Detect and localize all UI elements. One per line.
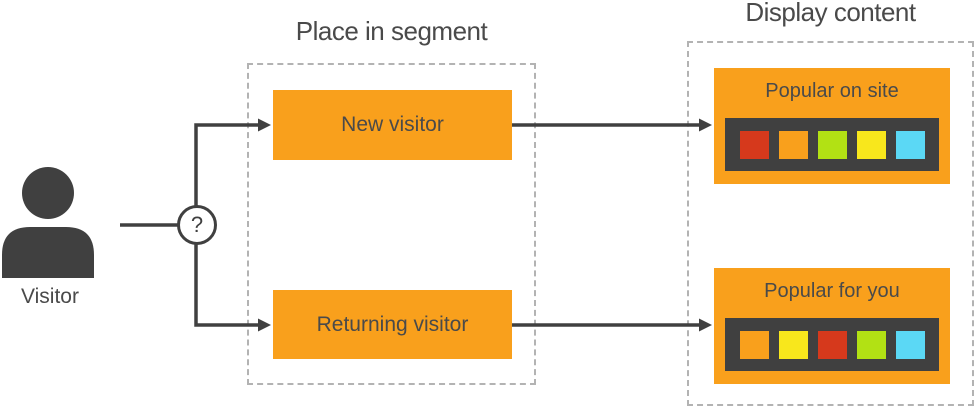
content-tile: [778, 330, 808, 359]
content-tile: [856, 330, 886, 359]
arrowhead-popular-on-site: [699, 118, 712, 132]
card-popular-for-you: Popular for you: [714, 268, 950, 384]
visitor-label: Visitor: [21, 285, 79, 308]
decision-node: ?: [177, 205, 217, 245]
line-decision-to-new-visitor: [194, 123, 258, 206]
display-panel-title: Display content: [745, 0, 916, 27]
segment-panel-title: Place in segment: [295, 16, 488, 46]
node-returning-visitor: Returning visitor: [273, 290, 512, 359]
question-mark: ?: [190, 212, 204, 237]
content-tile: [895, 130, 925, 159]
card-popular-on-site-title: Popular on site: [765, 80, 899, 102]
content-strip-popular-for-you: [725, 318, 939, 371]
node-returning-visitor-label: Returning visitor: [316, 312, 469, 336]
line-decision-to-returning-visitor: [194, 244, 258, 327]
card-popular-on-site: Popular on site: [714, 68, 950, 184]
arrowhead-new-visitor: [258, 118, 271, 132]
content-tile: [739, 130, 769, 159]
node-new-visitor-label: New visitor: [341, 113, 444, 136]
content-tile: [817, 130, 847, 159]
content-tile: [817, 330, 847, 359]
card-popular-for-you-title: Popular for you: [764, 280, 900, 302]
display-panel-box: [687, 41, 974, 406]
content-tile: [895, 330, 925, 359]
content-tile: [778, 130, 808, 159]
arrowhead-returning-visitor: [258, 318, 271, 332]
content-strip-popular-on-site: [725, 118, 939, 171]
segment-panel-box: [247, 63, 536, 385]
content-tile: [739, 330, 769, 359]
content-tile: [856, 130, 886, 159]
node-new-visitor: New visitor: [273, 90, 512, 160]
visitor-icon: [2, 167, 94, 278]
arrowhead-popular-for-you: [699, 318, 712, 332]
